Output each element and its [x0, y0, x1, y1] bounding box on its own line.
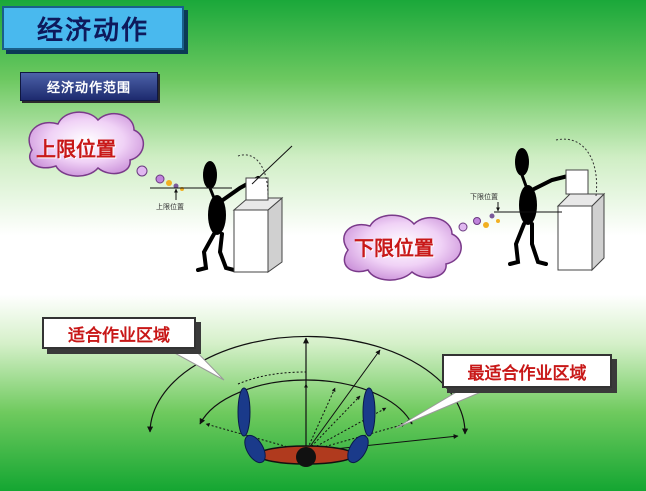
operator-head [296, 447, 316, 467]
callout-pointer-suitable [159, 344, 225, 381]
workstation-upper [232, 145, 293, 273]
callout-pointer-best [395, 383, 501, 429]
cloud-upper [28, 111, 144, 177]
suitable-work-area-label: 适合作业区域 [42, 317, 196, 349]
lower-limit-cloud-label: 下限位置 [354, 236, 434, 260]
lower-limit-position-label: 下限位置 [470, 193, 498, 201]
section-tag-text: 经济动作范围 [46, 81, 131, 96]
lower-limit-figure [343, 138, 606, 281]
slide-title: 经济动作 [2, 6, 184, 50]
upper-limit-position-label: 上限位置 [156, 203, 184, 211]
upper-limit-figure [28, 111, 293, 273]
workstation-lower [555, 138, 606, 272]
cloud-lower [343, 214, 462, 281]
section-tag: 经济动作范围 [20, 72, 158, 101]
thought-bubbles-upper [136, 165, 184, 191]
suitable-work-area-text: 适合作业区域 [68, 325, 170, 346]
stick-figure-lower [508, 148, 570, 266]
arms [237, 387, 376, 464]
work-area-diagram [147, 335, 501, 467]
thought-bubbles-lower [458, 213, 500, 232]
upper-limit-cloud-label: 上限位置 [36, 137, 116, 161]
best-work-area-label: 最适合作业区域 [442, 354, 612, 388]
slide-title-text: 经济动作 [36, 15, 149, 46]
best-work-area-text: 最适合作业区域 [467, 363, 587, 384]
